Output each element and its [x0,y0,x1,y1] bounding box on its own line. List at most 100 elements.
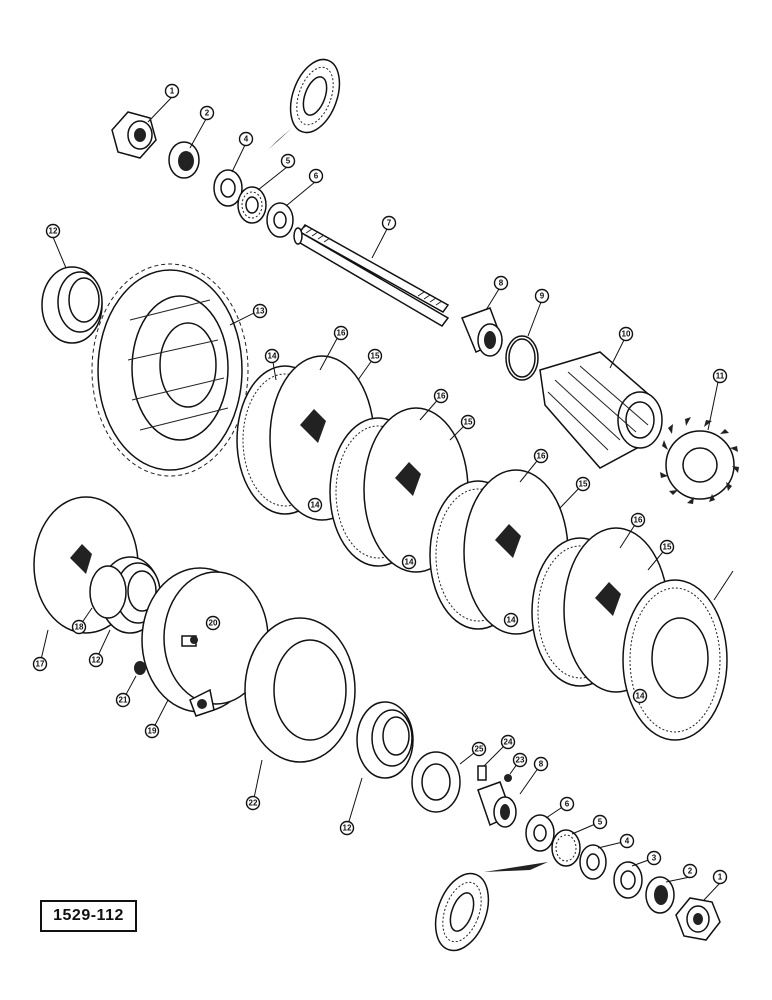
friction-disc-5 [622,579,728,741]
svg-text:23: 23 [516,756,525,765]
callout-7: 7 [381,215,397,231]
svg-text:4: 4 [244,135,249,144]
callout-1-bottom: 1 [712,869,728,885]
bearing-sleeve [461,307,503,357]
callout-12-top: 12 [45,223,61,239]
callout-23: 23 [512,752,528,768]
grease-fitting [181,635,198,647]
sprocket [660,417,739,504]
key [477,765,487,781]
svg-text:18: 18 [75,623,84,632]
svg-text:14: 14 [507,616,516,625]
retainer-ring-left [89,565,127,619]
callout-17: 17 [32,656,48,672]
callout-25: 25 [471,741,487,757]
hex-nut-bottom [675,897,721,941]
svg-text:15: 15 [663,543,672,552]
svg-text:12: 12 [92,656,101,665]
leader-lines [39,96,734,901]
svg-text:20: 20 [209,619,218,628]
needle-bearing-bottom [551,829,581,867]
callout-6-top: 6 [308,168,324,184]
ball-bearing-top [41,266,103,344]
thrust-washer-6-bottom [525,814,555,852]
svg-text:10: 10 [622,330,631,339]
cap-screw [504,774,512,782]
svg-text:6: 6 [565,800,570,809]
svg-text:14: 14 [311,501,320,510]
callout-18: 18 [71,619,87,635]
callout-24: 24 [500,734,516,750]
needle-bearing-detail-bottom [434,862,548,952]
callout-1-top: 1 [164,83,180,99]
callout-2-bottom: 2 [682,863,698,879]
svg-text:15: 15 [579,480,588,489]
svg-text:7: 7 [387,219,392,228]
figure-code-label: 1529-112 [40,900,137,932]
brake-housing [141,567,269,717]
callout-5-bottom: 5 [592,814,608,830]
lock-plate [411,751,461,813]
svg-text:12: 12 [49,227,58,236]
svg-text:8: 8 [499,279,504,288]
callout-14-e: 14 [632,688,648,704]
callout-5-top: 5 [280,153,296,169]
callout-14-a: 14 [264,348,280,364]
callout-15-a: 15 [367,348,383,364]
thrust-washer-4-bottom [579,844,607,880]
snap-ring [505,335,539,381]
thrust-washer-6-top [266,202,294,238]
clutch-gear [91,263,249,477]
callout-8-bottom: 8 [533,756,549,772]
svg-text:16: 16 [634,516,643,525]
callout-8-top: 8 [493,275,509,291]
callout-15-c: 15 [575,476,591,492]
needle-bearing-detail-top [268,58,341,150]
svg-text:5: 5 [286,157,291,166]
svg-text:16: 16 [337,329,346,338]
callout-21: 21 [115,692,131,708]
svg-text:15: 15 [371,352,380,361]
svg-text:2: 2 [205,109,210,118]
hex-nut-top [111,111,157,159]
callout-15-b: 15 [460,414,476,430]
svg-text:24: 24 [504,738,513,747]
lock-washer-top [168,141,200,179]
callout-19: 19 [144,723,160,739]
callout-15-d: 15 [659,539,675,555]
callout-16-c: 16 [533,448,549,464]
svg-text:17: 17 [36,660,45,669]
callout-14-d: 14 [307,497,323,513]
callout-16-a: 16 [333,325,349,341]
spline-washer [613,861,643,899]
bearing-sleeve-bottom [477,781,517,828]
svg-text:3: 3 [652,854,657,863]
callout-13: 13 [252,303,268,319]
callout-6-bottom: 6 [559,796,575,812]
clutch-hub [539,351,663,469]
callout-3: 3 [646,850,662,866]
svg-text:9: 9 [540,292,545,301]
svg-text:1: 1 [170,87,175,96]
svg-text:13: 13 [256,307,265,316]
callout-20: 20 [205,615,221,631]
svg-text:14: 14 [636,692,645,701]
callout-10: 10 [618,326,634,342]
svg-text:22: 22 [249,799,258,808]
svg-text:11: 11 [716,372,725,381]
callout-11: 11 [712,368,728,384]
svg-text:5: 5 [598,818,603,827]
needle-bearing-top [237,186,267,224]
svg-text:14: 14 [268,352,277,361]
callout-12-bottom: 12 [339,820,355,836]
thrust-washer-top [213,169,243,207]
shaft [293,224,450,327]
callout-2-top: 2 [199,105,215,121]
ball-bearing-bottom [356,701,414,779]
callout-16-d: 16 [630,512,646,528]
callout-9: 9 [534,288,550,304]
svg-text:6: 6 [314,172,319,181]
svg-text:8: 8 [539,760,544,769]
svg-text:15: 15 [464,418,473,427]
